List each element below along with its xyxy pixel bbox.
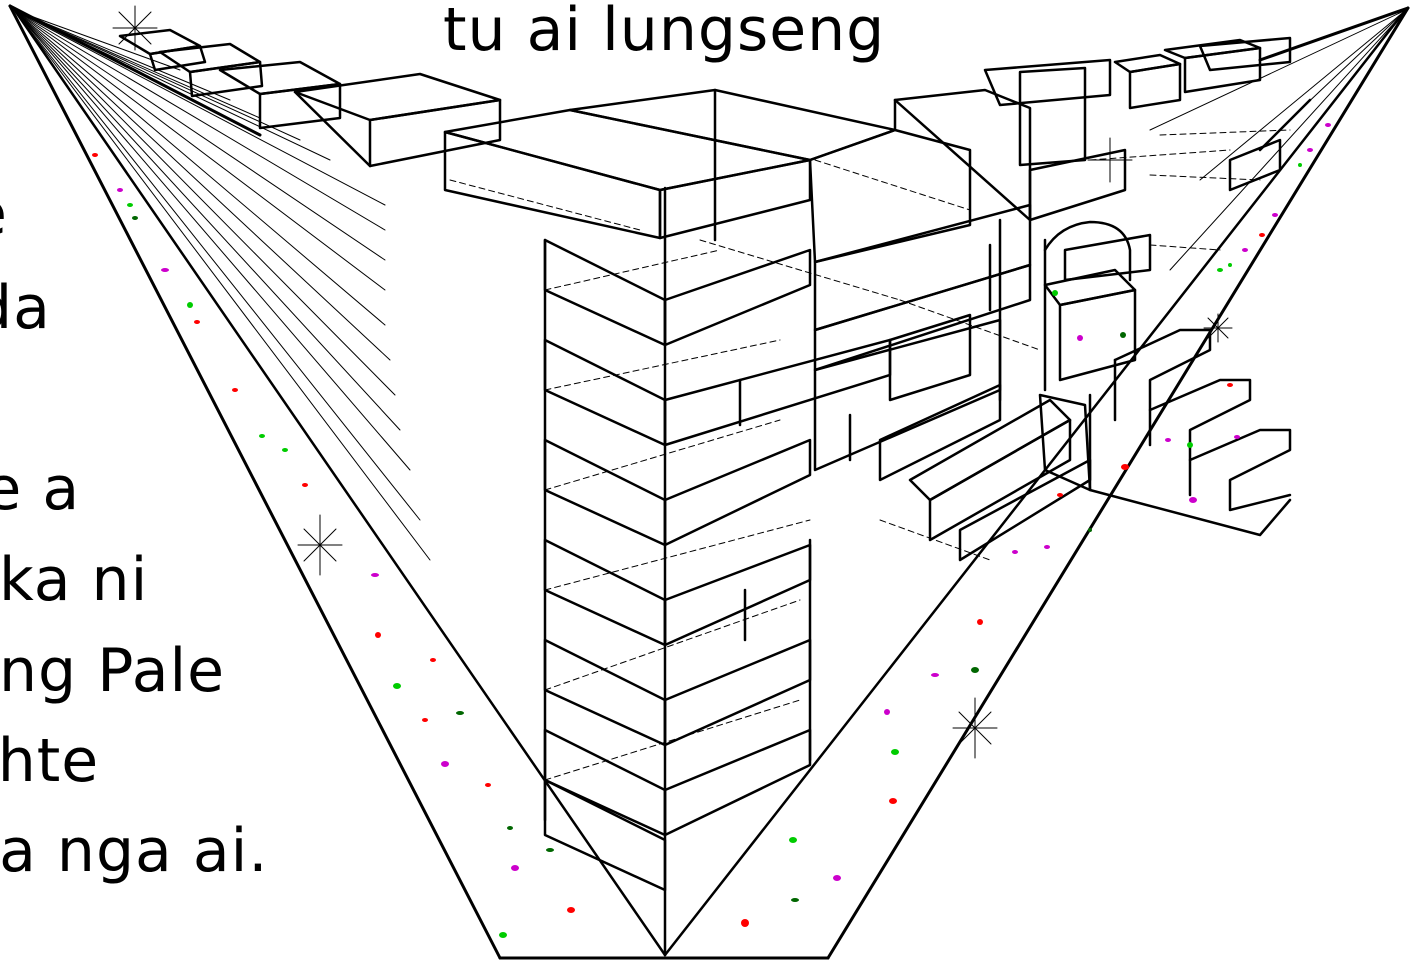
middle-building [568,88,1032,472]
caption-line-2: da [0,273,51,343]
caption-line-6: i hte [0,726,100,796]
right-tall-building [893,58,1152,402]
sparkle-stars [112,5,1233,759]
drawing-title: tu ai lungseng [443,0,886,65]
right-distant-buildings [1113,36,1312,192]
perspective-rays-right [1149,9,1407,271]
caption-line-7: da nga ai. [0,816,269,886]
right-staircase [1043,268,1292,537]
caption-line-1: e [0,184,8,244]
construction-lines [449,129,1291,781]
caption-line-4: hka ni [0,545,149,615]
lower-terraces [878,383,1092,562]
caption-line-5: ung Pale [0,636,226,706]
central-tower [543,186,892,957]
sidewalk-dots [92,123,1331,938]
left-distant-buildings [118,28,502,168]
caption-line-3: re a [0,454,81,524]
